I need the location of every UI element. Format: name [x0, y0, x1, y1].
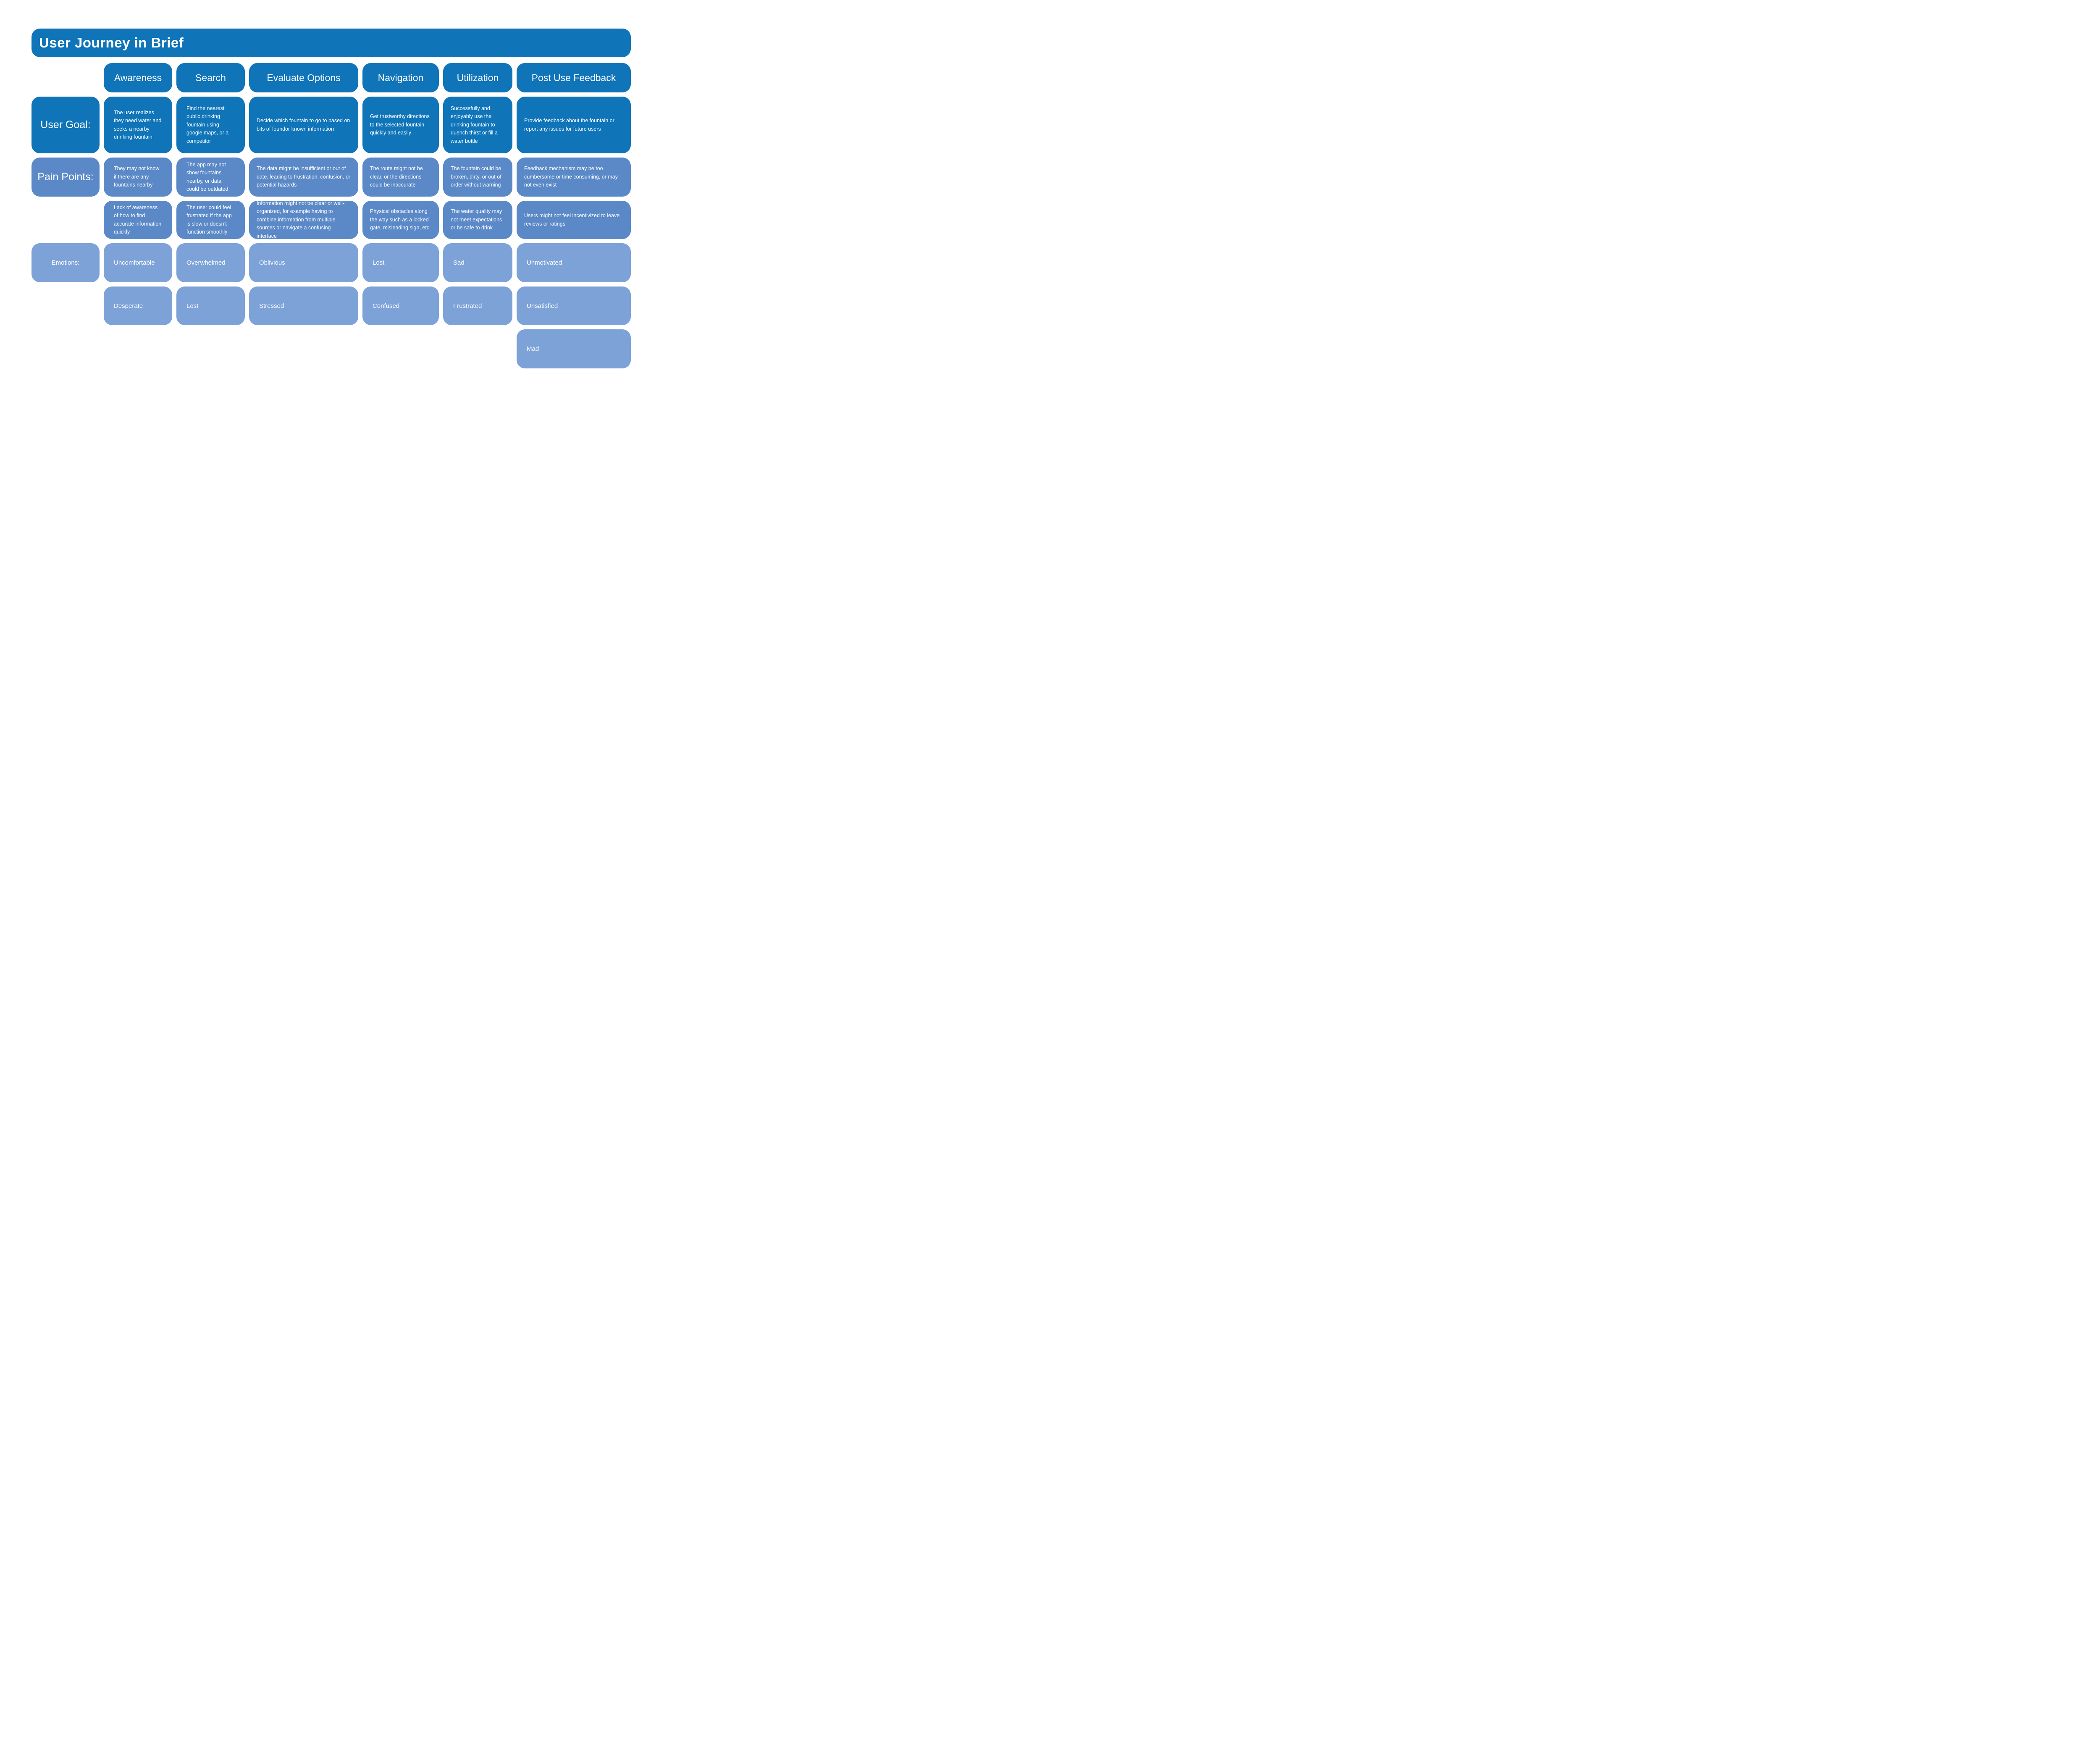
stage-header-search: Search: [176, 63, 245, 92]
user-goal-text: Successfully and enjoyably use the drink…: [451, 105, 498, 144]
pain-point-text: The data might be insufficient or out of…: [257, 166, 351, 188]
emotion-text: Stressed: [259, 302, 284, 310]
stage-header-evaluate-options: Evaluate Options: [249, 63, 358, 92]
pain-point-cell-search-2: The user could feel frustrated if the ap…: [176, 201, 245, 239]
user-goal-text: Provide feedback about the fountain or r…: [524, 118, 614, 132]
row-label-text: Pain Points:: [37, 171, 94, 183]
user-goal-cell-utilization: Successfully and enjoyably use the drink…: [443, 97, 512, 153]
emotion-cell-navigation-1: Lost: [362, 243, 439, 282]
emotion-text: Confused: [373, 302, 400, 310]
user-goal-cell-awareness: The user realizes they need water and se…: [104, 97, 172, 153]
row-label-text: User Goal:: [40, 119, 91, 131]
pain-point-cell-post-use-feedback-1: Feedback mechanism may be too cumbersome…: [517, 158, 631, 197]
pain-point-cell-search-1: The app may not show fountains nearby, o…: [176, 158, 245, 197]
title-banner: User Journey in Brief: [32, 29, 631, 57]
emotion-cell-search-2: Lost: [176, 286, 245, 325]
pain-point-text: Physical obstacles along the way such as…: [370, 208, 431, 231]
page-title: User Journey in Brief: [39, 35, 184, 50]
stage-header-label: Evaluate Options: [267, 72, 341, 83]
pain-point-text: The user could feel frustrated if the ap…: [186, 204, 232, 235]
pain-point-cell-navigation-1: The route might not be clear, or the dir…: [362, 158, 439, 197]
row-label-user-goal: User Goal:: [32, 97, 100, 153]
emotion-text: Oblivious: [259, 259, 285, 266]
user-goal-cell-post-use-feedback: Provide feedback about the fountain or r…: [517, 97, 631, 153]
stage-header-label: Search: [195, 72, 226, 83]
emotion-cell-post-use-feedback-3: Mad: [517, 329, 631, 368]
stage-header-label: Post Use Feedback: [531, 72, 616, 83]
emotion-cell-evaluate-options-2: Stressed: [249, 286, 358, 325]
emotion-cell-utilization-1: Sad: [443, 243, 512, 282]
emotion-cell-evaluate-options-1: Oblivious: [249, 243, 358, 282]
emotion-text: Sad: [453, 259, 465, 266]
emotion-text: Mad: [527, 345, 539, 352]
emotion-text: Unmotivated: [527, 259, 562, 266]
pain-point-text: The route might not be clear, or the dir…: [370, 166, 423, 188]
user-goal-cell-navigation: Get trustworthy directions to the select…: [362, 97, 439, 153]
emotion-text: Unsatisfied: [527, 302, 558, 310]
pain-point-cell-post-use-feedback-2: Users might not feel incentivized to lea…: [517, 201, 631, 239]
stage-header-utilization: Utilization: [443, 63, 512, 92]
user-goal-text: Decide which fountain to go to based on …: [257, 118, 350, 132]
pain-point-cell-evaluate-options-2: Information might not be clear or well-o…: [249, 201, 358, 239]
stage-header-post-use-feedback: Post Use Feedback: [517, 63, 631, 92]
row-label-emotions: Emotions:: [32, 243, 100, 282]
pain-point-text: Information might not be clear or well-o…: [257, 201, 345, 239]
pain-point-text: They may not know if there are any fount…: [114, 166, 160, 188]
row-label-text: Emotions:: [51, 259, 80, 266]
stage-header-label: Navigation: [378, 72, 424, 83]
pain-point-cell-evaluate-options-1: The data might be insufficient or out of…: [249, 158, 358, 197]
stage-header-navigation: Navigation: [362, 63, 439, 92]
stage-header-awareness: Awareness: [104, 63, 172, 92]
emotion-cell-navigation-2: Confused: [362, 286, 439, 325]
user-goal-text: Find the nearest public drinking fountai…: [186, 105, 229, 144]
emotion-cell-search-1: Overwhelmed: [176, 243, 245, 282]
emotion-text: Uncomfortable: [114, 259, 155, 266]
emotion-text: Desperate: [114, 302, 143, 310]
pain-point-cell-awareness-2: Lack of awareness of how to find accurat…: [104, 201, 172, 239]
emotion-cell-utilization-2: Frustrated: [443, 286, 512, 325]
pain-point-text: Users might not feel incentivized to lea…: [524, 213, 620, 227]
user-goal-cell-evaluate-options: Decide which fountain to go to based on …: [249, 97, 358, 153]
emotion-text: Frustrated: [453, 302, 482, 310]
emotion-cell-awareness-1: Uncomfortable: [104, 243, 172, 282]
pain-point-cell-navigation-2: Physical obstacles along the way such as…: [362, 201, 439, 239]
stage-header-label: Awareness: [114, 72, 162, 83]
emotion-cell-post-use-feedback-2: Unsatisfied: [517, 286, 631, 325]
emotion-cell-post-use-feedback-1: Unmotivated: [517, 243, 631, 282]
pain-point-cell-awareness-1: They may not know if there are any fount…: [104, 158, 172, 197]
emotion-cell-awareness-2: Desperate: [104, 286, 172, 325]
pain-point-text: Lack of awareness of how to find accurat…: [114, 204, 162, 235]
user-goal-cell-search: Find the nearest public drinking fountai…: [176, 97, 245, 153]
emotion-text: Lost: [373, 259, 385, 266]
emotion-text: Overwhelmed: [186, 259, 226, 266]
stage-header-label: Utilization: [457, 72, 499, 83]
pain-point-text: The app may not show fountains nearby, o…: [186, 161, 228, 192]
pain-point-cell-utilization-1: The fountain could be broken, dirty, or …: [443, 158, 512, 197]
pain-point-text: The water quality may not meet expectati…: [451, 208, 502, 231]
pain-point-text: The fountain could be broken, dirty, or …: [451, 166, 501, 188]
user-goal-text: The user realizes they need water and se…: [114, 109, 162, 140]
row-label-pain-points: Pain Points:: [32, 158, 100, 197]
user-goal-text: Get trustworthy directions to the select…: [370, 113, 430, 136]
journey-map-grid: Awareness Search Evaluate Options Naviga…: [32, 63, 631, 368]
pain-point-cell-utilization-2: The water quality may not meet expectati…: [443, 201, 512, 239]
pain-point-text: Feedback mechanism may be too cumbersome…: [524, 166, 618, 188]
emotion-text: Lost: [186, 302, 199, 310]
